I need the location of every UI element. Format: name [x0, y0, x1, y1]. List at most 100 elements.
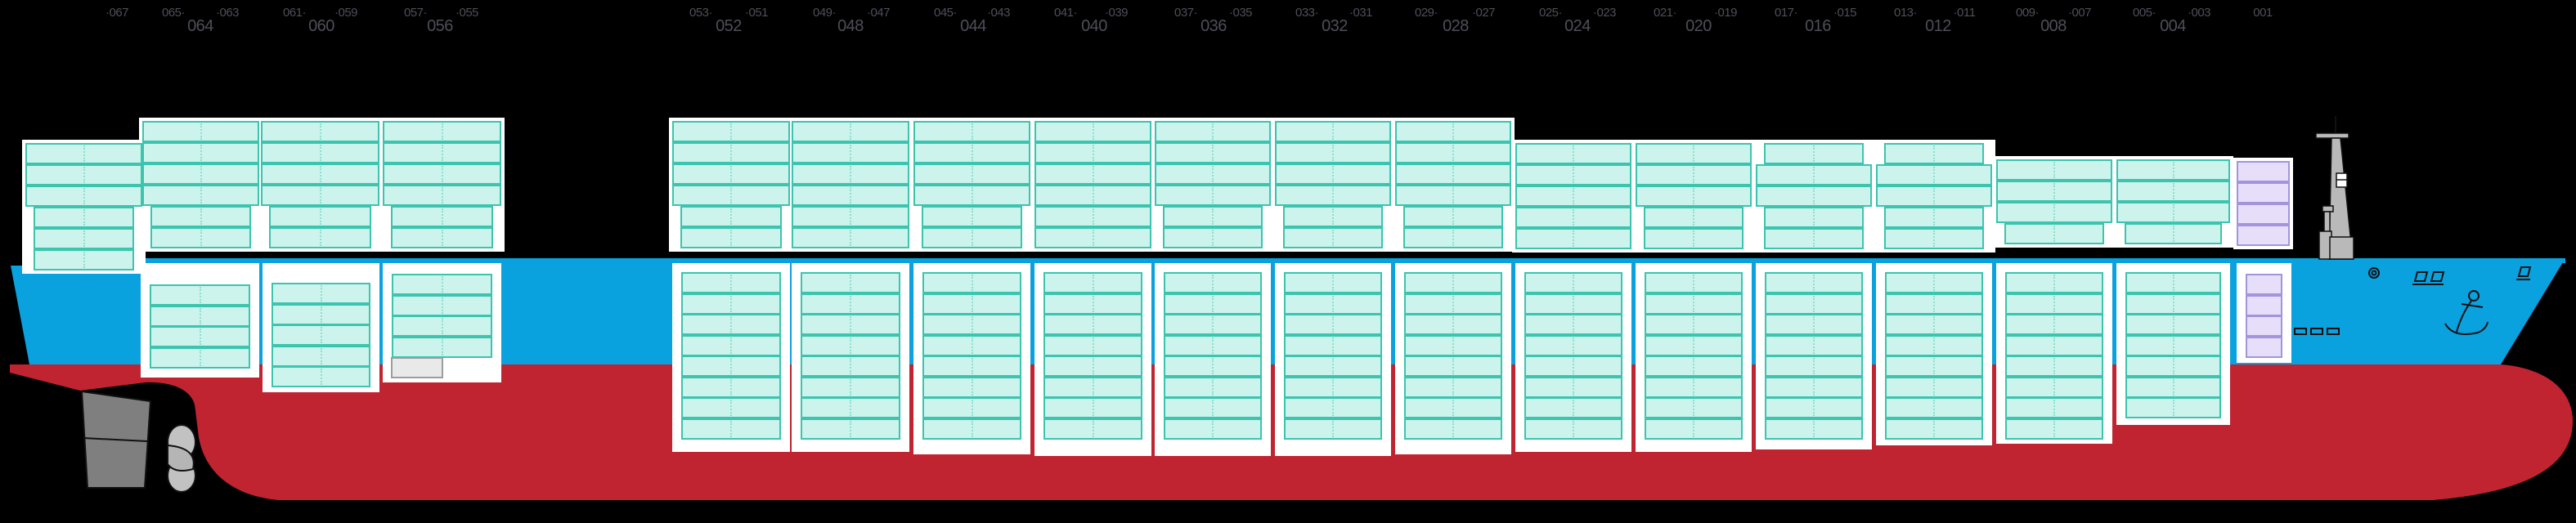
container-row[interactable]: [150, 206, 251, 227]
container-row[interactable]: [2125, 397, 2221, 418]
container-row[interactable]: [913, 142, 1030, 163]
container-row[interactable]: [2246, 274, 2282, 295]
container-row[interactable]: [150, 326, 250, 347]
container-row[interactable]: [1404, 334, 1502, 356]
container-row[interactable]: [383, 163, 501, 185]
container-row[interactable]: [1645, 293, 1743, 315]
container-row[interactable]: [1034, 185, 1151, 206]
container-row[interactable]: [1765, 334, 1863, 356]
container-row[interactable]: [1043, 355, 1142, 377]
container-row[interactable]: [34, 207, 134, 228]
container-row[interactable]: [2246, 336, 2282, 358]
container-row[interactable]: [1034, 142, 1151, 163]
container-row[interactable]: [1645, 314, 1743, 335]
container-row[interactable]: [383, 142, 501, 163]
container-row[interactable]: [922, 355, 1021, 377]
container-row[interactable]: [1996, 181, 2112, 202]
container-row[interactable]: [1636, 186, 1752, 207]
container-row[interactable]: [801, 376, 900, 398]
container-row[interactable]: [801, 293, 900, 315]
container-row[interactable]: [1034, 206, 1151, 227]
container-row[interactable]: [392, 294, 492, 316]
container-row[interactable]: [1164, 272, 1262, 293]
container-row[interactable]: [2125, 355, 2221, 377]
container-row[interactable]: [1164, 397, 1262, 418]
container-row[interactable]: [1636, 164, 1752, 186]
container-row[interactable]: [392, 274, 492, 295]
container-row[interactable]: [1043, 376, 1142, 398]
container-row[interactable]: [922, 272, 1021, 293]
container-row[interactable]: [1884, 207, 1984, 228]
container-row[interactable]: [1885, 293, 1983, 315]
container-row[interactable]: [2005, 397, 2103, 418]
container-row[interactable]: [34, 228, 134, 249]
container-row[interactable]: [792, 227, 909, 248]
container-row[interactable]: [2125, 376, 2221, 398]
container-row[interactable]: [1524, 418, 1622, 440]
container-row[interactable]: [681, 272, 781, 293]
container-row[interactable]: [150, 346, 250, 369]
container-row[interactable]: [1524, 293, 1622, 315]
container-row[interactable]: [2246, 315, 2282, 337]
container-row[interactable]: [672, 185, 790, 206]
container-row[interactable]: [2005, 376, 2103, 398]
container-row[interactable]: [1404, 355, 1502, 377]
container-row[interactable]: [1284, 272, 1382, 293]
container-row[interactable]: [2125, 223, 2222, 244]
container-row[interactable]: [801, 418, 900, 440]
container-row[interactable]: [1404, 314, 1502, 335]
container-row[interactable]: [272, 366, 370, 387]
container-row[interactable]: [1395, 163, 1511, 185]
container-row[interactable]: [1645, 397, 1743, 418]
container-row[interactable]: [25, 164, 142, 186]
container-row[interactable]: [261, 142, 379, 163]
container-row[interactable]: [2125, 293, 2221, 315]
container-row[interactable]: [1043, 397, 1142, 418]
container-row[interactable]: [1155, 142, 1271, 163]
container-row[interactable]: [681, 376, 781, 398]
container-row[interactable]: [1155, 163, 1271, 185]
container-row[interactable]: [1996, 202, 2112, 223]
container-row[interactable]: [922, 376, 1021, 398]
container-row[interactable]: [25, 143, 142, 164]
container-row[interactable]: [913, 185, 1030, 206]
container-row[interactable]: [1403, 227, 1503, 248]
container-row[interactable]: [1164, 293, 1262, 315]
container-row[interactable]: [2125, 314, 2221, 335]
container-row[interactable]: [672, 142, 790, 163]
container-row[interactable]: [922, 314, 1021, 335]
container-row[interactable]: [1164, 418, 1262, 440]
container-row[interactable]: [1885, 418, 1983, 440]
container-row[interactable]: [2005, 293, 2103, 315]
container-row[interactable]: [1515, 186, 1631, 207]
container-row[interactable]: [680, 227, 782, 248]
container-row[interactable]: [1034, 227, 1151, 248]
container-row[interactable]: [1524, 376, 1622, 398]
container-row[interactable]: [142, 185, 259, 206]
container-row[interactable]: [261, 163, 379, 185]
container-row[interactable]: [1524, 334, 1622, 356]
container-row[interactable]: [1404, 418, 1502, 440]
container-row[interactable]: [1403, 206, 1503, 227]
container-row[interactable]: [1043, 418, 1142, 440]
container-row[interactable]: [1155, 185, 1271, 206]
container-row[interactable]: [1034, 121, 1151, 142]
container-row[interactable]: [2116, 159, 2230, 181]
container-row[interactable]: [1765, 293, 1863, 315]
container-row[interactable]: [1043, 293, 1142, 315]
container-row[interactable]: [913, 163, 1030, 185]
container-row[interactable]: [1885, 334, 1983, 356]
container-row[interactable]: [801, 272, 900, 293]
container-row[interactable]: [792, 185, 909, 206]
container-row[interactable]: [1404, 376, 1502, 398]
container-row[interactable]: [272, 345, 370, 367]
container-row[interactable]: [801, 334, 900, 356]
container-row[interactable]: [2125, 334, 2221, 356]
container-row[interactable]: [1756, 186, 1872, 207]
container-row[interactable]: [681, 293, 781, 315]
container-row[interactable]: [1515, 228, 1631, 249]
container-row[interactable]: [1515, 143, 1631, 164]
container-row[interactable]: [1524, 397, 1622, 418]
container-row[interactable]: [681, 418, 781, 440]
container-row[interactable]: [1515, 164, 1631, 186]
